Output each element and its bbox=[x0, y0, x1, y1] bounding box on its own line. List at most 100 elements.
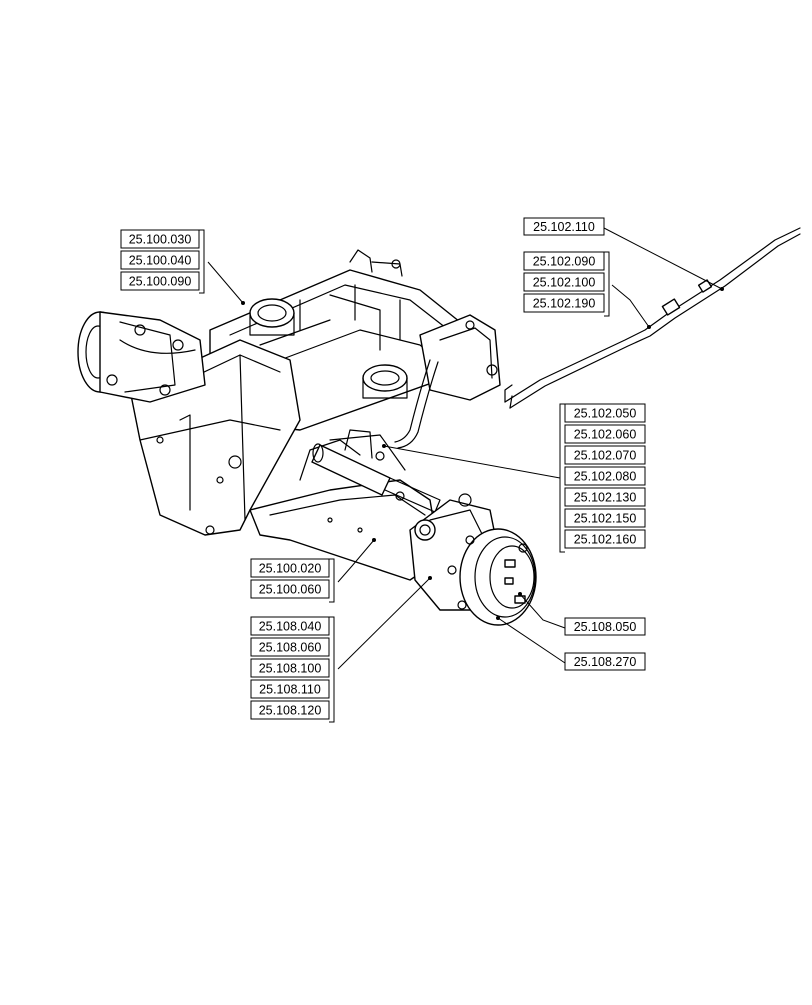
callout-code: 25.102.100 bbox=[533, 276, 596, 290]
callout-code: 25.102.070 bbox=[574, 449, 637, 463]
callout-25-102-160[interactable]: 25.102.160 bbox=[564, 529, 646, 549]
brace-frame bbox=[199, 229, 205, 294]
callout-box bbox=[250, 658, 330, 678]
callout-25-102-190[interactable]: 25.102.190 bbox=[523, 293, 605, 313]
callout-code: 25.108.050 bbox=[574, 620, 637, 634]
group-braces bbox=[199, 229, 610, 723]
leader-pipe-top-dot bbox=[720, 287, 724, 291]
callout-box bbox=[120, 250, 200, 270]
callout-box bbox=[250, 679, 330, 699]
callout-box bbox=[250, 700, 330, 720]
callout-box bbox=[523, 293, 605, 313]
callout-code: 25.102.150 bbox=[574, 512, 637, 526]
callout-box bbox=[564, 445, 646, 465]
callout-25-102-060[interactable]: 25.102.060 bbox=[564, 424, 646, 444]
callout-25-102-050[interactable]: 25.102.050 bbox=[564, 403, 646, 423]
callout-code: 25.108.110 bbox=[259, 683, 321, 697]
callout-box bbox=[564, 487, 646, 507]
callout-25-108-120[interactable]: 25.108.120 bbox=[250, 700, 330, 720]
leader-hub-cap-dot bbox=[518, 592, 522, 596]
callout-box bbox=[564, 529, 646, 549]
callout-code: 25.108.100 bbox=[259, 662, 322, 676]
right-bracket bbox=[394, 314, 501, 449]
callout-code: 25.108.270 bbox=[574, 655, 637, 669]
callout-box bbox=[523, 272, 605, 292]
callout-box bbox=[564, 508, 646, 528]
leader-frame bbox=[207, 261, 244, 304]
callout-25-102-130[interactable]: 25.102.130 bbox=[564, 487, 646, 507]
callout-code: 25.100.020 bbox=[259, 562, 322, 576]
callout-25-102-150[interactable]: 25.102.150 bbox=[564, 508, 646, 528]
callout-labels: 25.100.030 25.100.040 25.100.090 25.102.110… bbox=[120, 217, 646, 720]
leader-axle-beam bbox=[337, 539, 375, 583]
callout-code: 25.102.130 bbox=[574, 491, 637, 505]
callout-box bbox=[120, 271, 200, 291]
callout-25-108-110[interactable]: 25.108.110 bbox=[250, 679, 330, 699]
brace-axle-beam bbox=[329, 558, 335, 603]
callout-code: 25.102.090 bbox=[533, 255, 596, 269]
callout-code: 25.108.120 bbox=[259, 704, 322, 718]
hydraulic-pipe bbox=[504, 227, 801, 409]
leader-hub bbox=[337, 577, 431, 670]
callout-code: 25.100.030 bbox=[129, 233, 192, 247]
callout-25-100-040[interactable]: 25.100.040 bbox=[120, 250, 200, 270]
callout-25-100-030[interactable]: 25.100.030 bbox=[120, 229, 200, 249]
leader-frame-dot bbox=[241, 301, 245, 305]
callout-25-108-040[interactable]: 25.108.040 bbox=[250, 616, 330, 636]
brace-hub bbox=[329, 616, 335, 723]
callout-code: 25.102.050 bbox=[574, 407, 637, 421]
callout-code: 25.100.040 bbox=[129, 254, 192, 268]
callout-box bbox=[250, 558, 330, 578]
callout-code: 25.102.160 bbox=[574, 533, 637, 547]
callout-code: 25.102.080 bbox=[574, 470, 637, 484]
leader-pipe-mid bbox=[611, 284, 650, 328]
callout-code: 25.102.060 bbox=[574, 428, 637, 442]
callout-25-100-020[interactable]: 25.100.020 bbox=[250, 558, 330, 578]
callout-25-100-060[interactable]: 25.100.060 bbox=[250, 579, 330, 599]
callout-code: 25.108.040 bbox=[259, 620, 322, 634]
callout-25-100-090[interactable]: 25.100.090 bbox=[120, 271, 200, 291]
leader-hub-ring bbox=[497, 617, 566, 664]
callout-box bbox=[250, 616, 330, 636]
callout-box bbox=[250, 579, 330, 599]
right-hub bbox=[409, 493, 537, 626]
callout-box bbox=[564, 617, 646, 636]
callout-25-108-100[interactable]: 25.108.100 bbox=[250, 658, 330, 678]
callout-box bbox=[250, 637, 330, 657]
callout-25-108-270[interactable]: 25.108.270 bbox=[564, 652, 646, 671]
left-hub bbox=[77, 311, 206, 403]
callout-25-102-100[interactable]: 25.102.100 bbox=[523, 272, 605, 292]
callout-box bbox=[523, 217, 605, 236]
callout-25-102-110[interactable]: 25.102.110 bbox=[523, 217, 605, 236]
steering-cylinder bbox=[311, 429, 441, 513]
leader-steering bbox=[383, 445, 561, 479]
leader-steering-dot bbox=[382, 444, 386, 448]
callout-25-108-050[interactable]: 25.108.050 bbox=[564, 617, 646, 636]
leader-lines bbox=[207, 227, 724, 670]
callout-box bbox=[564, 652, 646, 671]
axle-illustration bbox=[77, 227, 801, 626]
callout-25-102-070[interactable]: 25.102.070 bbox=[564, 445, 646, 465]
leader-axle-beam-dot bbox=[372, 538, 376, 542]
callout-box bbox=[523, 251, 605, 271]
callout-box bbox=[120, 229, 200, 249]
callout-code: 25.102.110 bbox=[533, 220, 595, 234]
callout-code: 25.100.060 bbox=[259, 583, 322, 597]
callout-25-102-080[interactable]: 25.102.080 bbox=[564, 466, 646, 486]
leader-pipe-top bbox=[603, 227, 723, 290]
callout-code: 25.100.090 bbox=[129, 275, 192, 289]
leader-hub-dot bbox=[428, 576, 432, 580]
callout-box bbox=[564, 424, 646, 444]
callout-code: 25.102.190 bbox=[533, 297, 596, 311]
callout-25-102-090[interactable]: 25.102.090 bbox=[523, 251, 605, 271]
leader-pipe-mid-dot bbox=[647, 325, 651, 329]
callout-code: 25.108.060 bbox=[259, 641, 322, 655]
leader-hub-ring-dot bbox=[496, 616, 500, 620]
callout-box bbox=[564, 466, 646, 486]
callout-box bbox=[564, 403, 646, 423]
callout-25-108-060[interactable]: 25.108.060 bbox=[250, 637, 330, 657]
brace-steering bbox=[559, 403, 565, 553]
brace-pipe-mid bbox=[604, 251, 610, 317]
